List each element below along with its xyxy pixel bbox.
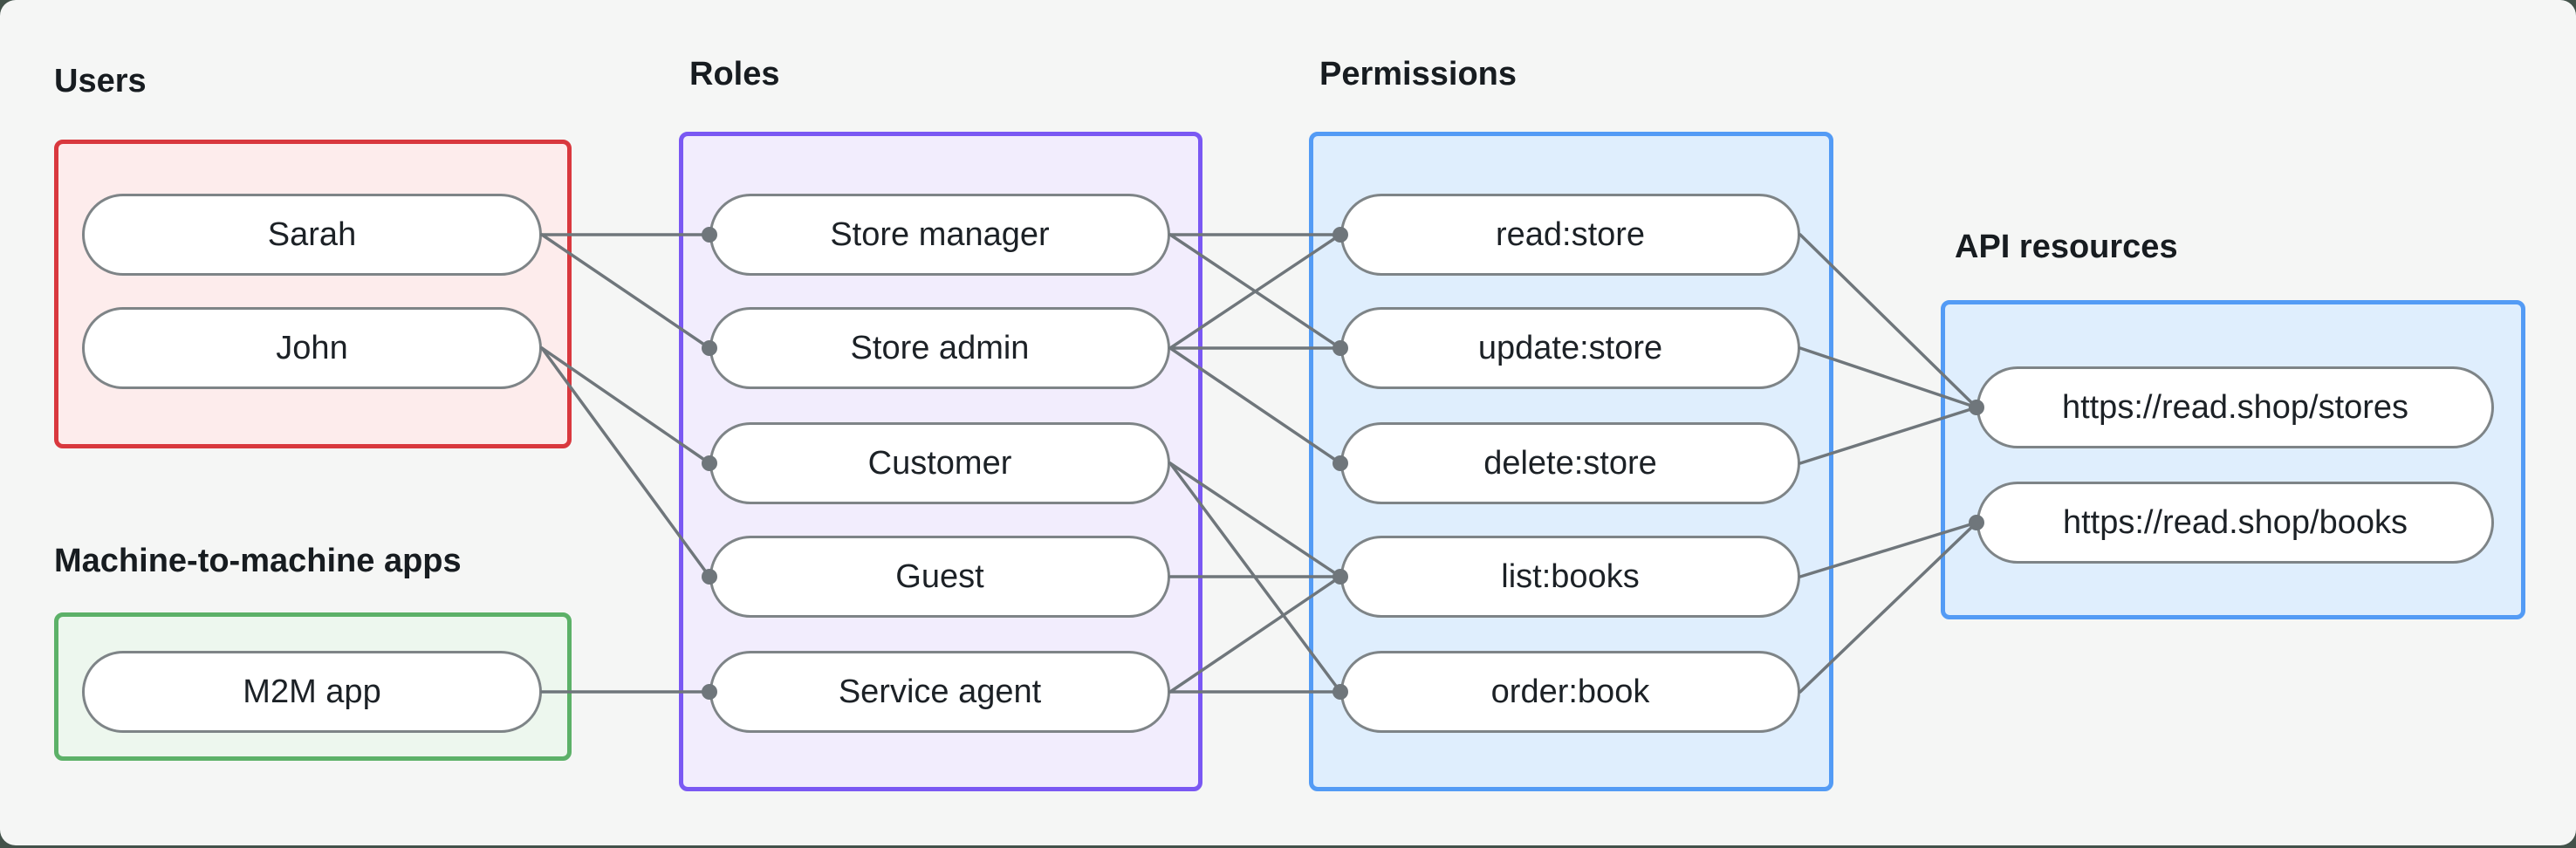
- node-label-guest: Guest: [895, 557, 984, 595]
- node-list-books: list:books: [1340, 536, 1800, 618]
- node-store-manager: Store manager: [709, 194, 1170, 276]
- node-delete-store: delete:store: [1340, 422, 1800, 504]
- node-label-stores: https://read.shop/stores: [2061, 388, 2409, 426]
- node-sarah: Sarah: [82, 194, 542, 276]
- permissions-group-label: Permissions: [1319, 56, 1517, 92]
- node-service-agent: Service agent: [709, 651, 1170, 733]
- node-label-order-book: order:book: [1490, 673, 1650, 710]
- node-label-customer: Customer: [867, 444, 1012, 482]
- node-read-store: read:store: [1340, 194, 1800, 276]
- node-m2m-app: M2M app: [82, 651, 542, 733]
- node-customer: Customer: [709, 422, 1170, 504]
- node-label-store-manager: Store manager: [830, 215, 1050, 253]
- node-books: https://read.shop/books: [1977, 482, 2494, 564]
- node-label-books: https://read.shop/books: [2062, 503, 2408, 541]
- node-label-sarah: Sarah: [267, 215, 357, 253]
- node-john: John: [82, 307, 542, 389]
- node-guest: Guest: [709, 536, 1170, 618]
- node-label-service-agent: Service agent: [838, 673, 1042, 710]
- api-resources-group-label: API resources: [1955, 229, 2178, 265]
- node-update-store: update:store: [1340, 307, 1800, 389]
- node-label-m2m-app: M2M app: [243, 673, 381, 710]
- node-label-update-store: update:store: [1477, 329, 1663, 366]
- group-box-api-resources: [1941, 300, 2525, 619]
- node-label-read-store: read:store: [1495, 215, 1646, 253]
- m2m-group-label: Machine-to-machine apps: [54, 543, 462, 579]
- node-store-admin: Store admin: [709, 307, 1170, 389]
- node-order-book: order:book: [1340, 651, 1800, 733]
- node-stores: https://read.shop/stores: [1977, 366, 2494, 448]
- node-label-list-books: list:books: [1501, 557, 1640, 595]
- users-group-label: Users: [54, 63, 147, 99]
- node-label-store-admin: Store admin: [850, 329, 1030, 366]
- group-box-users: [54, 140, 572, 448]
- node-label-delete-store: delete:store: [1483, 444, 1657, 482]
- roles-group-label: Roles: [689, 56, 780, 92]
- node-label-john: John: [276, 329, 348, 366]
